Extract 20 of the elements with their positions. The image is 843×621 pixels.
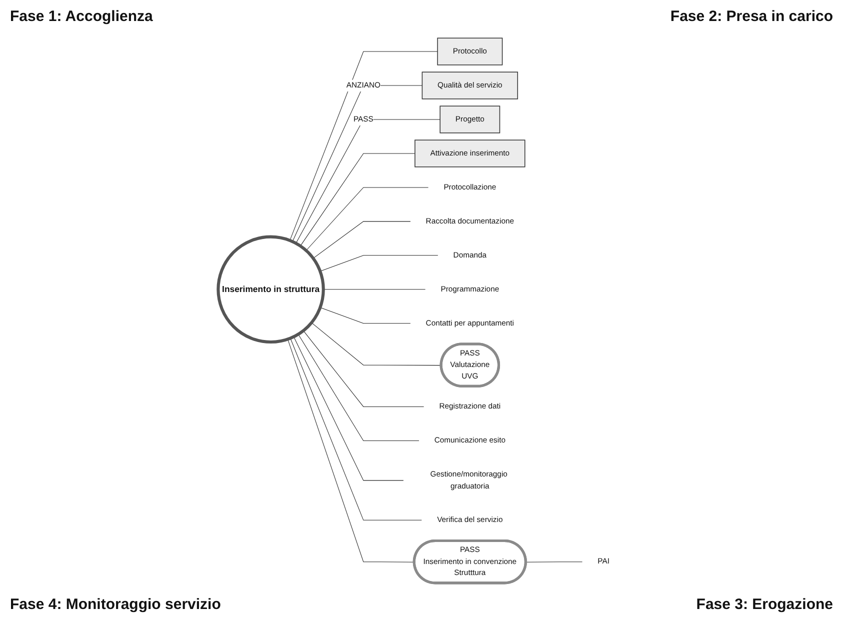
connector xyxy=(298,334,420,441)
phase-heading: Fase 3: Erogazione xyxy=(696,596,833,613)
connector xyxy=(300,153,416,246)
node-circle: Inserimento in struttura xyxy=(216,235,325,344)
connector xyxy=(320,255,438,272)
phase-heading: Fase 4: Monitoraggio servizio xyxy=(10,596,221,613)
connector xyxy=(290,51,438,241)
connector xyxy=(293,336,404,481)
connector xyxy=(312,221,411,259)
connector xyxy=(296,119,440,244)
phase-heading: Fase 1: Accoglienza xyxy=(10,8,153,25)
connector xyxy=(287,338,415,562)
connector xyxy=(292,85,422,242)
connector xyxy=(290,338,422,520)
connector xyxy=(320,307,411,324)
phase-heading: Fase 2: Presa in carico xyxy=(670,8,833,25)
connector xyxy=(323,289,426,290)
connector xyxy=(311,322,442,366)
connector xyxy=(306,187,429,251)
connector xyxy=(303,330,424,407)
